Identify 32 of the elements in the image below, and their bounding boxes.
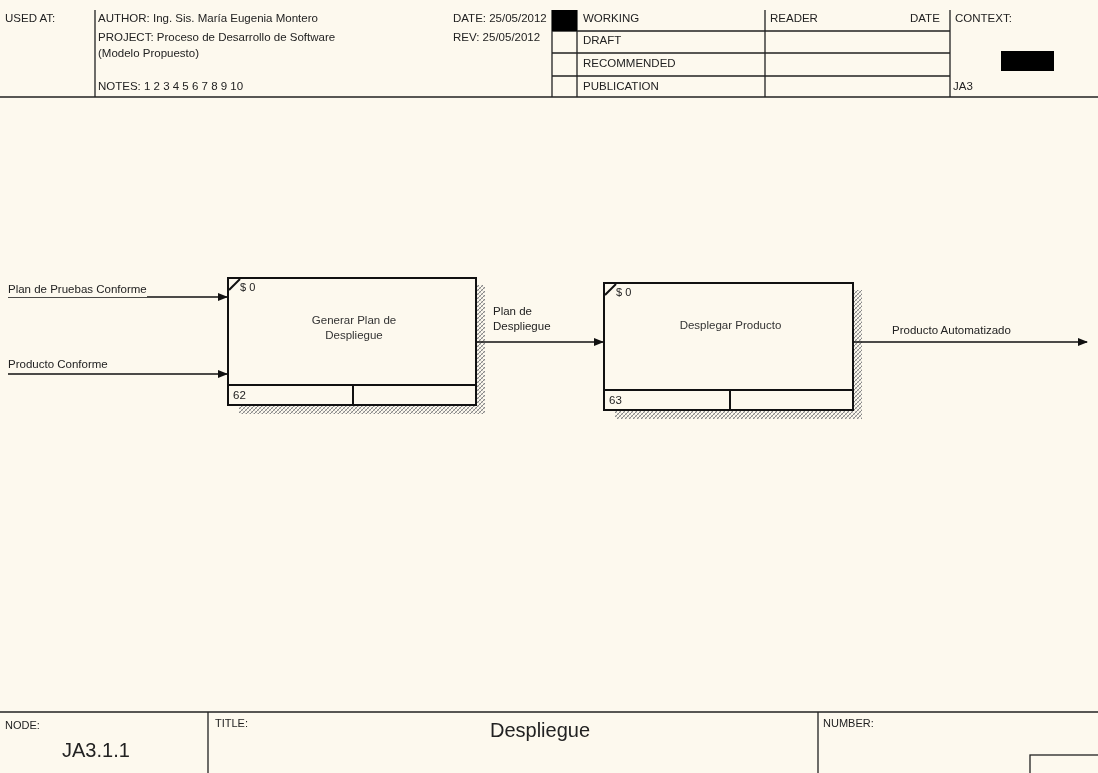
form-label: REV: 25/05/2012 xyxy=(453,30,541,45)
form-label: DRAFT xyxy=(583,33,622,48)
activity-name: Generar Plan de Despliegue xyxy=(310,313,398,343)
form-label: JA3 xyxy=(953,79,973,94)
form-label: PROJECT: Proceso de Desarrollo de Software (Modelo Propuesto) xyxy=(98,30,337,61)
form-label: RECOMMENDED xyxy=(583,56,676,71)
arrow xyxy=(7,293,228,301)
activity-number: 62 xyxy=(233,388,246,403)
form-label: AUTHOR: Ing. Sis. María Eugenia Montero xyxy=(98,11,318,26)
form-label: PUBLICATION xyxy=(583,79,659,94)
edge-label: Plan de Pruebas Conforme xyxy=(8,282,147,297)
form-label: CONTEXT: xyxy=(955,11,1012,26)
form-label: NOTES: 1 2 3 4 5 6 7 8 9 10 xyxy=(98,79,244,94)
form-label: USED AT: xyxy=(5,11,56,26)
activity-box xyxy=(227,277,477,406)
form-label: WORKING xyxy=(583,11,640,26)
node-number: JA3.1.1 xyxy=(62,738,130,762)
form-label: READER xyxy=(770,11,818,26)
form-label: DATE: 25/05/2012 xyxy=(453,11,547,26)
form-label: TITLE: xyxy=(215,716,248,731)
diagram-title: Despliegue xyxy=(488,718,592,742)
cost-label: $ 0 xyxy=(240,280,256,294)
form-label: DATE xyxy=(910,11,940,26)
form-label: NODE: xyxy=(5,718,40,733)
cost-label: $ 0 xyxy=(616,285,632,299)
arrow xyxy=(7,370,228,378)
form-label: NUMBER: xyxy=(823,716,874,731)
activity-name: Desplegar Producto xyxy=(678,318,783,333)
arrow xyxy=(476,338,604,346)
arrow xyxy=(853,338,1088,346)
activity-number: 63 xyxy=(609,393,622,408)
activity-box xyxy=(603,282,854,411)
